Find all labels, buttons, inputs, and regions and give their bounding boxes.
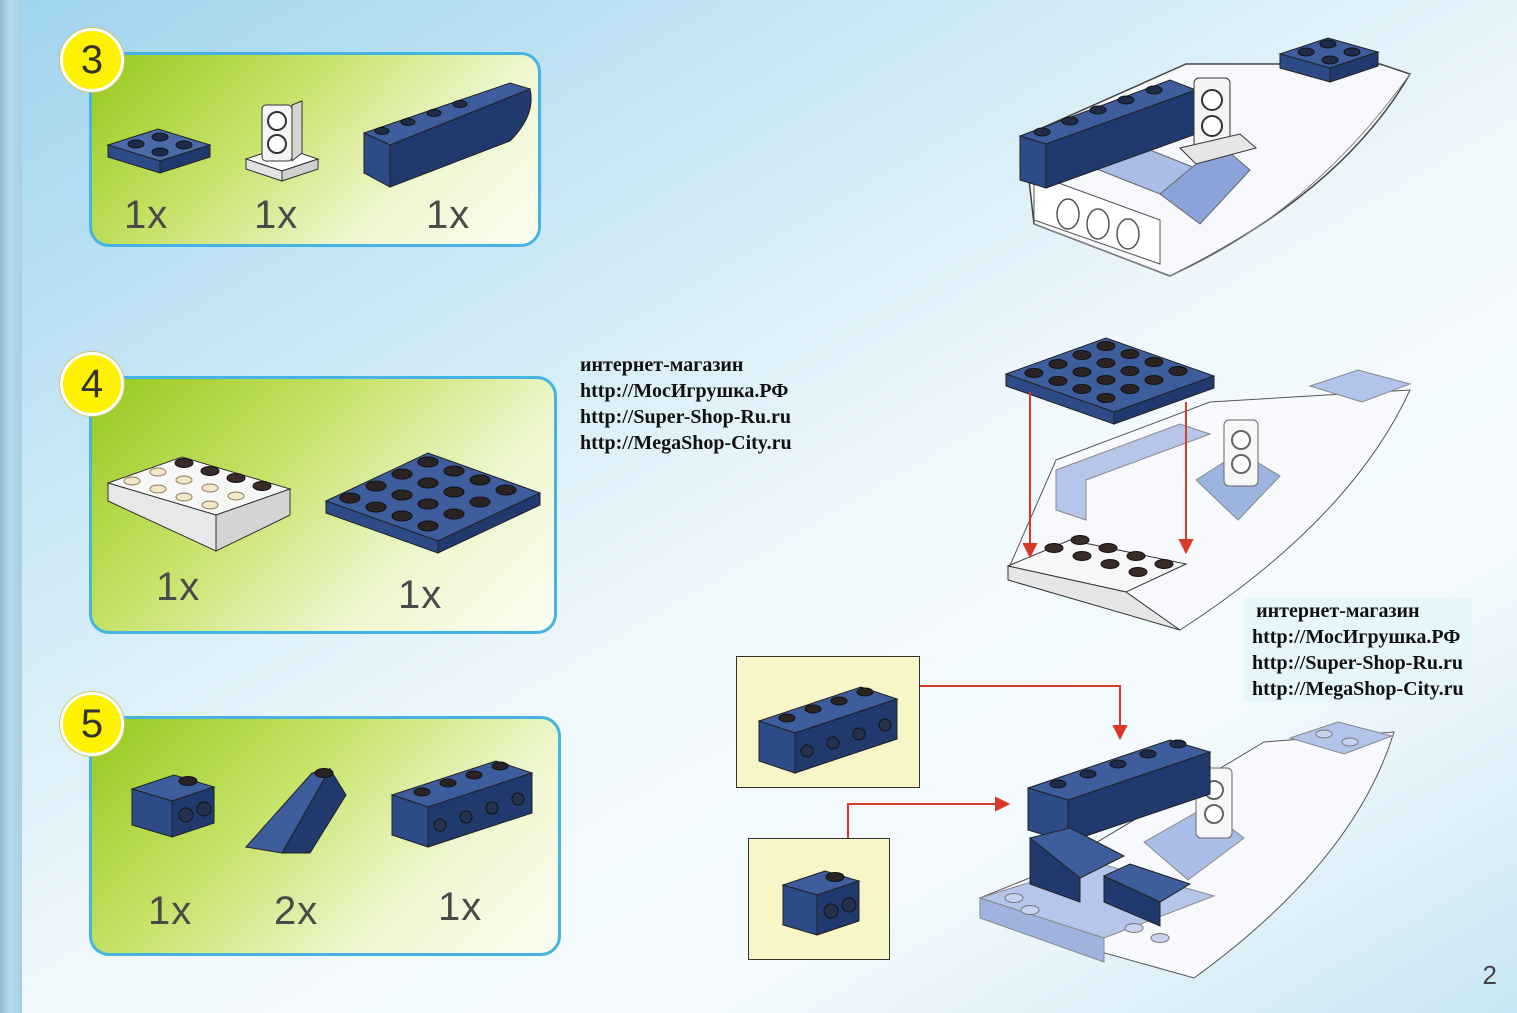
blue-brick-1x4-side-studs-callout [757,686,899,774]
step-5-qty-1: 1x [148,889,193,933]
boat-assembly-step-3-diagram [1018,37,1412,277]
step-5-qty-2: 2x [274,889,319,933]
step-3-panel: 1x 1x 1x [89,52,541,247]
callout-brick-1x2 [748,838,890,960]
boat-assembly-step-5-diagram [978,721,1395,979]
shop-watermark-1-line-1: интернет-магазин [580,354,744,376]
shop-watermark-2-line-1: интернет-магазин [1256,600,1420,622]
step-5-qty-3: 1x [438,885,483,929]
blue-plate-2x2-part [106,128,212,174]
blue-curved-slope-1x6-part [362,82,532,188]
step-3-qty-1: 1x [124,193,169,237]
shop-watermark-2-line-3: http://Super-Shop-Ru.ru [1252,652,1463,674]
callout-arrows [847,685,1128,838]
step-4-panel: 1x 1x [89,376,557,634]
step-4-qty-1: 1x [156,565,201,609]
step-5-panel: 1x 2x 1x [89,716,561,956]
shop-watermark-1-line-2: http://МосИгрушка.РФ [580,380,789,402]
page-number: 2 [1482,960,1497,990]
shop-watermark-1-line-3: http://Super-Shop-Ru.ru [580,406,791,428]
step-5-badge: 5 [60,692,124,756]
shop-watermark-1: интернет-магазин http://МосИгрушка.РФ ht… [580,352,803,456]
white-pin-bracket-part [244,100,320,182]
step-4-badge: 4 [60,352,124,416]
blue-brick-1x4-side-studs-part [390,760,534,848]
blue-brick-1x2-side-studs-callout [781,870,861,936]
blue-brick-1x2-side-studs-part [130,774,216,838]
white-slope-2x4-part [106,456,292,552]
shop-watermark-2-line-4: http://MegaShop-City.ru [1252,678,1464,700]
step-3-badge: 3 [60,28,124,92]
page-fold-shadow [0,0,22,1013]
blue-slope-1x2-part [245,768,347,854]
step-4-qty-2: 1x [398,573,443,617]
boat-assembly-step-4-diagram [1004,337,1412,631]
shop-watermark-2: интернет-магазин http://МосИгрушка.РФ ht… [1244,598,1472,702]
shop-watermark-2-line-2: http://МосИгрушка.РФ [1252,626,1461,648]
blue-plate-4x4-part [324,452,542,554]
step-3-qty-2: 1x [254,193,299,237]
step-3-qty-3: 1x [426,193,471,237]
callout-brick-1x4 [736,656,920,788]
shop-watermark-1-line-4: http://MegaShop-City.ru [580,432,792,454]
